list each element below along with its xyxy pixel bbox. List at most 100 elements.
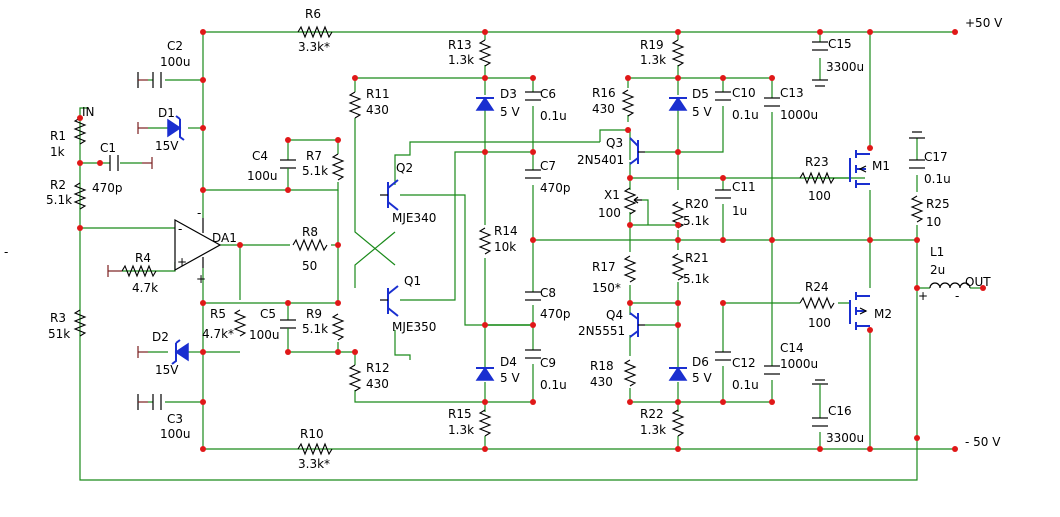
x1-ref: X1 — [604, 188, 620, 202]
r6-value: 3.3k* — [298, 40, 330, 54]
c9-value: 0.1u — [540, 378, 567, 392]
r13-ref: R13 — [448, 38, 472, 52]
resistor-r2 — [73, 182, 87, 210]
zener-d6 — [668, 366, 688, 381]
capacitor-c11 — [715, 189, 731, 199]
opamp-supply-plus: + — [196, 272, 206, 286]
opamp-minus-pin: - — [178, 222, 182, 236]
r13-value: 1.3k — [448, 53, 474, 67]
c9-ref: C9 — [540, 356, 556, 370]
output-label: OUT — [965, 275, 991, 289]
zener-d1 — [167, 115, 185, 141]
r9-ref: R9 — [306, 307, 322, 321]
inductor-minus: - — [955, 289, 959, 303]
m1-ref: M1 — [872, 159, 890, 173]
r18-value: 430 — [590, 375, 613, 389]
zener-d5 — [668, 96, 688, 111]
c7-value: 470p — [540, 181, 571, 195]
capacitor-c15 — [812, 41, 828, 87]
resistor-r24 — [799, 296, 835, 310]
r1-ref: R1 — [50, 129, 66, 143]
c8-ref: C8 — [540, 286, 556, 300]
junction-dots — [77, 29, 986, 452]
diodes — [167, 96, 688, 381]
r12-value: 430 — [366, 377, 389, 391]
c7-ref: C7 — [540, 159, 556, 173]
c14-ref: C14 — [780, 341, 804, 355]
r4-value: 4.7k — [132, 281, 158, 295]
r22-ref: R22 — [640, 407, 664, 421]
r5-ref: R5 — [210, 307, 226, 321]
d6-ref: D6 — [692, 355, 709, 369]
r21-value: 5.1k — [683, 272, 709, 286]
c17-value: 0.1u — [924, 172, 951, 186]
r14-value: 10k — [494, 240, 516, 254]
q1-ref: Q1 — [404, 274, 421, 288]
resistor-r22 — [671, 409, 685, 437]
q2-ref: Q2 — [396, 161, 413, 175]
wires — [79, 31, 955, 481]
q4-ref: Q4 — [606, 308, 623, 322]
resistor-r25 — [910, 195, 924, 223]
r12-ref: R12 — [366, 361, 390, 375]
q3-ref: Q3 — [606, 136, 623, 150]
resistor-r20 — [671, 201, 685, 229]
d4-ref: D4 — [500, 355, 517, 369]
zener-d4 — [475, 366, 495, 381]
d2-value: 15V — [155, 363, 179, 377]
capacitors — [109, 41, 925, 427]
c3-ref: C3 — [167, 412, 183, 426]
x1-value: 100 — [598, 206, 621, 220]
d2-ref: D2 — [152, 330, 169, 344]
resistor-r14 — [478, 227, 492, 255]
resistor-r18 — [623, 359, 637, 387]
opamp-plus-pin: + — [177, 255, 187, 269]
r23-ref: R23 — [805, 155, 829, 169]
transistor-q2 — [380, 179, 399, 211]
r16-value: 430 — [592, 102, 615, 116]
capacitor-c5 — [280, 319, 296, 352]
da1-ref: DA1 — [212, 231, 237, 245]
r10-ref: R10 — [300, 427, 324, 441]
d3-ref: D3 — [500, 87, 517, 101]
c12-value: 0.1u — [732, 378, 759, 392]
r8-value: 50 — [302, 259, 317, 273]
mosfet-m2 — [849, 292, 870, 330]
resistor-r1 — [73, 117, 87, 145]
r18-ref: R18 — [590, 359, 614, 373]
capacitor-c7 — [525, 169, 541, 179]
c8-value: 470p — [540, 307, 571, 321]
c4-ref: C4 — [252, 149, 268, 163]
d1-ref: D1 — [158, 106, 175, 120]
c13-value: 1000u — [780, 108, 818, 122]
c10-ref: C10 — [732, 86, 756, 100]
r6-ref: R6 — [305, 7, 321, 21]
transistors — [380, 137, 870, 338]
d4-value: 5 V — [500, 371, 520, 385]
r19-ref: R19 — [640, 38, 664, 52]
r7-value: 5.1k — [302, 164, 328, 178]
r24-value: 100 — [808, 316, 831, 330]
c15-value: 3300u — [826, 60, 864, 74]
inductor-plus: + — [918, 289, 928, 303]
c13-ref: C13 — [780, 86, 804, 100]
capacitor-c4 — [280, 159, 296, 190]
capacitor-c17 — [909, 131, 925, 169]
r2-value: 5.1k — [46, 193, 72, 207]
r10-value: 3.3k* — [298, 457, 330, 471]
left-edge-mark: - — [4, 245, 8, 259]
capacitor-c8 — [525, 291, 541, 301]
resistor-r17 — [623, 255, 637, 283]
transistor-q3 — [629, 137, 645, 165]
r11-ref: R11 — [366, 87, 390, 101]
r5-value: 4.7k* — [202, 327, 234, 341]
c1-value: 470p — [92, 181, 123, 195]
c12-ref: C12 — [732, 356, 756, 370]
capacitor-c16 — [812, 379, 828, 427]
r21-ref: R21 — [685, 251, 709, 265]
c14-value: 1000u — [780, 357, 818, 371]
r16-ref: R16 — [592, 86, 616, 100]
trimmer-x1 — [623, 187, 637, 215]
capacitor-c1 — [109, 155, 119, 171]
r20-value: 5.1k — [683, 214, 709, 228]
